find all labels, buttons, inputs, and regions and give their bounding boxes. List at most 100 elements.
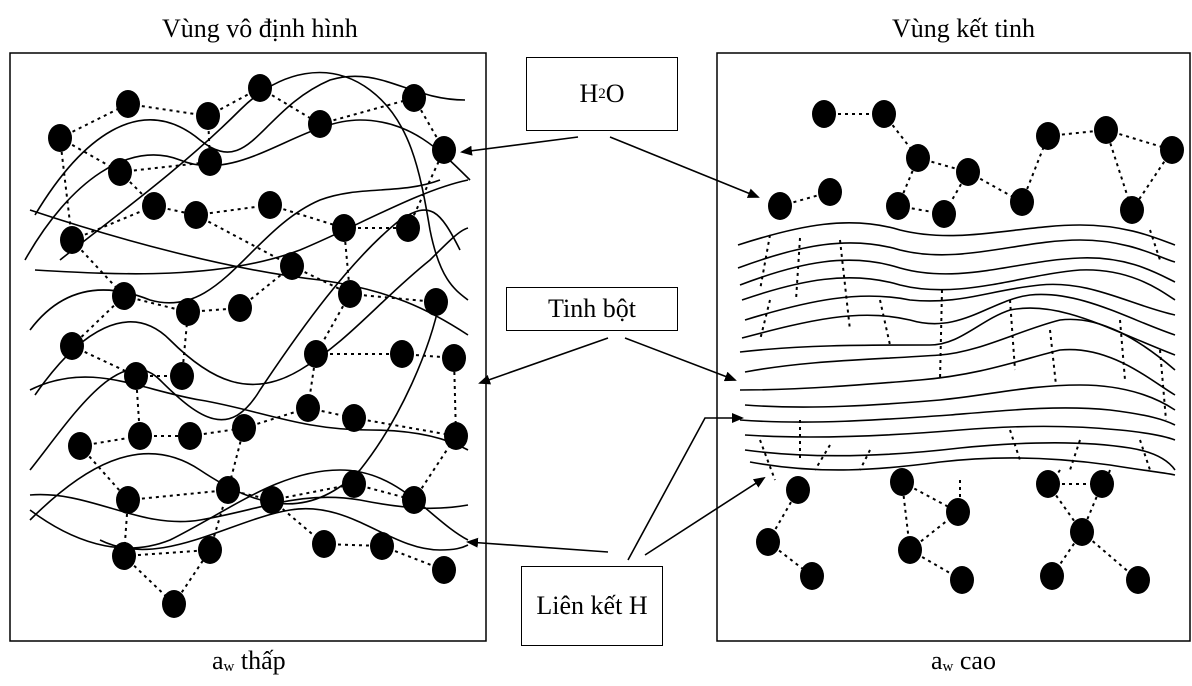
water-molecule (390, 340, 414, 368)
water-molecule (946, 498, 970, 526)
water-molecule (890, 468, 914, 496)
water-molecule (112, 542, 136, 570)
hydrogen-bond (79, 445, 129, 501)
water-molecule (932, 200, 956, 228)
hydrogen-bond (1149, 229, 1161, 261)
water-molecule (1040, 562, 1064, 590)
water-molecule (308, 110, 332, 138)
hydrogen-bond (1021, 135, 1049, 203)
left-water-molecules (48, 74, 468, 618)
water-molecule (48, 124, 72, 152)
hydrogen-bond (939, 289, 943, 381)
callout-arrows (460, 136, 766, 561)
water-molecule (1010, 188, 1034, 216)
hydrogen-bond-label: Liên kết H (521, 566, 663, 646)
water-molecule (60, 332, 84, 360)
water-molecule (108, 158, 132, 186)
water-molecule (60, 226, 84, 254)
water-molecule (950, 566, 974, 594)
water-molecule (116, 90, 140, 118)
hydrogen-bond (1081, 531, 1139, 581)
water-molecule (444, 422, 468, 450)
hydrogen-bond (127, 103, 209, 117)
water-molecule (370, 532, 394, 560)
water-molecule (280, 252, 304, 280)
arrow-starch-to-left (478, 337, 609, 385)
hydrogen-bond (59, 103, 129, 139)
water-molecule (184, 201, 208, 229)
water-molecule (248, 74, 272, 102)
hydrogen-bond (839, 239, 851, 331)
water-molecule (1094, 116, 1118, 144)
water-molecule (124, 362, 148, 390)
water-molecule (956, 158, 980, 186)
water-molecule (402, 84, 426, 112)
water-molecule (432, 556, 456, 584)
hydrogen-bond (407, 149, 445, 229)
left-panel-title: Vùng vô định hình (162, 14, 358, 43)
hydrogen-bond (759, 234, 771, 291)
hydrogen-bond (1105, 129, 1133, 211)
water-molecule (296, 394, 320, 422)
water-molecule (756, 528, 780, 556)
hydrogen-bond (353, 417, 457, 437)
water-molecule (342, 404, 366, 432)
hydrogen-bond (195, 204, 271, 216)
hydrogen-bond (319, 97, 415, 125)
water-molecule (442, 344, 466, 372)
hydrogen-bond (1009, 299, 1016, 371)
hydrogen-bond (1009, 429, 1021, 461)
water-molecule (768, 192, 792, 220)
water-molecule (332, 214, 356, 242)
hydrogen-bond (195, 214, 293, 267)
water-molecule (1120, 196, 1144, 224)
hydrogen-bond (859, 449, 871, 471)
hydrogen-bond (119, 161, 211, 173)
hydrogen-bond (795, 237, 801, 301)
hydrogen-bond (59, 137, 73, 241)
water-molecule (338, 280, 362, 308)
right-panel-title: Vùng kết tinh (892, 14, 1035, 43)
hydrogen-bond (71, 205, 155, 241)
water-molecule (1126, 566, 1150, 594)
hydrogen-bond (1119, 319, 1126, 381)
water-molecule (800, 562, 824, 590)
left-panel-frame (9, 52, 487, 642)
water-molecule (258, 191, 282, 219)
water-molecule (818, 178, 842, 206)
water-molecule (128, 422, 152, 450)
arrow-hbond-to-right-lower (644, 476, 766, 556)
water-molecule (198, 148, 222, 176)
water-molecule (216, 476, 240, 504)
left-hydrogen-bonds (59, 87, 457, 605)
water-molecule (786, 476, 810, 504)
arrow-hbond-to-right-upper (627, 413, 744, 561)
hydrogen-bond (1139, 439, 1151, 471)
water-molecule (260, 486, 284, 514)
water-molecule (228, 294, 252, 322)
right-panel-frame (716, 52, 1191, 642)
hydrogen-bond (71, 295, 125, 347)
arrow-hbond-to-left (466, 537, 609, 553)
water-molecule (886, 192, 910, 220)
water-molecule (396, 214, 420, 242)
water-molecule (906, 144, 930, 172)
water-molecule (68, 432, 92, 460)
water-molecule (1070, 518, 1094, 546)
water-molecule (176, 298, 200, 326)
right-panel-caption: aw cao (931, 646, 996, 675)
hydrogen-bond (1131, 149, 1173, 211)
water-molecule (170, 362, 194, 390)
arrow-water-to-left (460, 136, 579, 156)
water-molecule (196, 102, 220, 130)
hydrogen-bond (269, 204, 345, 229)
hydrogen-bond (814, 444, 831, 471)
arrow-water-to-right (609, 136, 760, 198)
water-molecule (424, 288, 448, 316)
water-molecule (112, 282, 136, 310)
hydrogen-bond (759, 439, 776, 481)
hydrogen-bond (759, 299, 771, 341)
